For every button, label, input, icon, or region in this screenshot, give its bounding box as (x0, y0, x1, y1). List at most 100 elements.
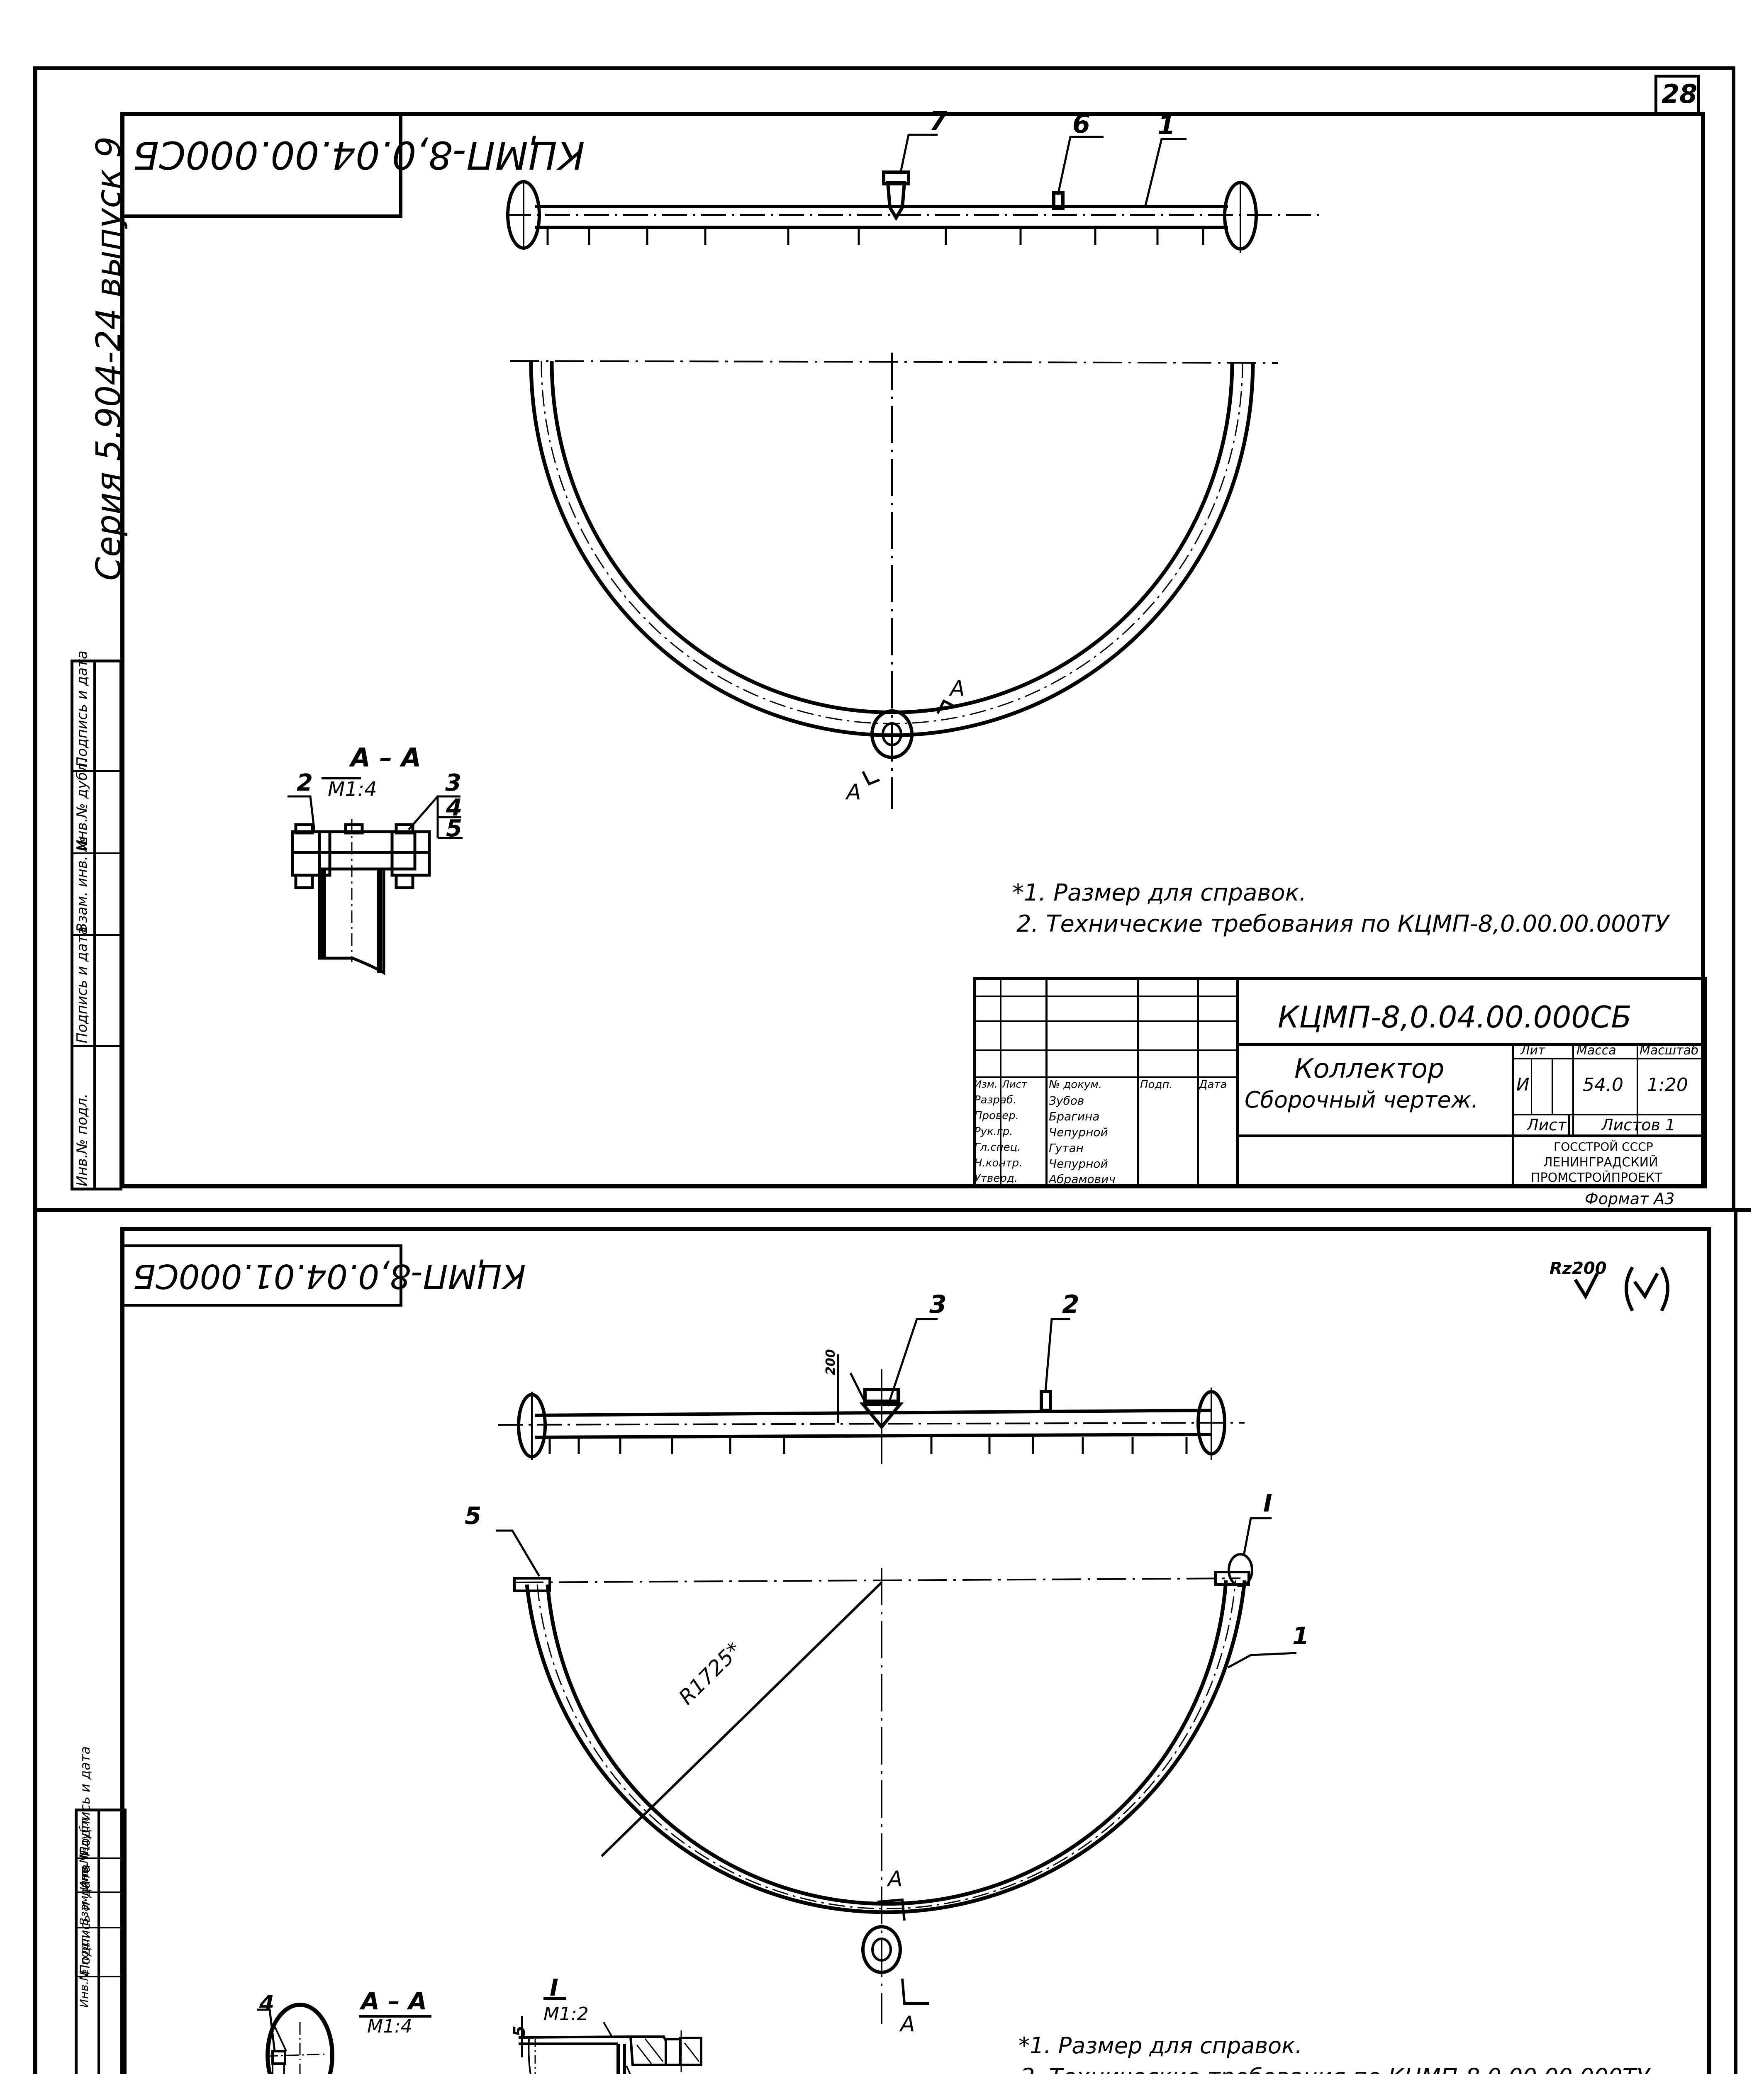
section-aa-scale: M1:4 (328, 778, 377, 801)
section-aa-title: A – A (351, 742, 422, 773)
callout-4: 4 (446, 794, 462, 821)
corner-stamp-box (120, 1244, 402, 1307)
tb-col (1531, 1058, 1532, 1114)
tb-col-header-izm: Изм. (974, 1078, 998, 1090)
page-number-box (1654, 75, 1700, 116)
tb-col-header-sign: Подп. (1140, 1078, 1173, 1091)
callout-7: 7 (929, 106, 948, 136)
callout-4: 4 (259, 1991, 275, 2016)
callout-5: 5 (446, 815, 462, 842)
tb-lit-value: И (1516, 1074, 1530, 1095)
tb-row (1236, 1043, 1707, 1046)
callout-3: 3 (929, 1290, 947, 1319)
tb-role: Провер. (974, 1110, 1019, 1122)
tb-role: Разраб. (974, 1094, 1017, 1106)
section-aa-underline (322, 777, 361, 779)
corner-stamp-box (120, 112, 402, 218)
tb-org-line3: ПРОМСТРОЙПРОЕКТ (1531, 1171, 1662, 1185)
tb-role: Рук.гр. (974, 1125, 1013, 1138)
tb-col (1045, 977, 1048, 1188)
tb-row (973, 1076, 1238, 1078)
section-mark-a: A (888, 1867, 903, 1891)
bottom-outer-right-edge (1734, 1211, 1737, 2074)
tb-col (1572, 1043, 1574, 1137)
section-aa-scale: M1:4 (367, 2016, 412, 2037)
tb-col-header-date: Дата (1199, 1078, 1227, 1091)
detail-i-title: I (550, 1974, 558, 2001)
detail-i-underline (543, 1997, 566, 2000)
tb-col (1512, 1043, 1514, 1188)
tb-col (1568, 1114, 1570, 1137)
tb-row (973, 996, 1238, 997)
tb-designation: КЦМП-8,0.04.00.000СБ (1278, 1000, 1632, 1035)
tb-row (1236, 1134, 1707, 1137)
callout-2: 2 (1062, 1290, 1079, 1319)
section-mark-a: A (950, 676, 965, 701)
tb-lit-header: Лит (1520, 1043, 1545, 1058)
tb-col (1197, 977, 1199, 1188)
section-aa-title: A – A (361, 1987, 427, 2015)
detail-i-scale: M1:2 (543, 2003, 589, 2025)
margin-stamp-sep (75, 1927, 127, 1928)
margin-stamp-sep (75, 1976, 127, 1977)
margin-stamp-sep (71, 934, 122, 936)
note-1: *1. Размер для справок. (1018, 2033, 1302, 2059)
callout-6: 6 (1072, 109, 1091, 139)
tb-person: Абрамович (1049, 1172, 1116, 1186)
margin-stamp-divider (93, 660, 96, 1190)
callout-5: 5 (465, 1502, 482, 1530)
tb-org-line1: ГОССТРОЙ СССР (1554, 1140, 1653, 1154)
margin-stamp-sep (75, 1891, 127, 1893)
tb-person: Брагина (1049, 1110, 1100, 1123)
tb-sheets-label: Листов 1 (1601, 1116, 1676, 1134)
outer-border-left (33, 66, 37, 2074)
tb-role: Н.контр. (974, 1157, 1023, 1169)
section-mark-a: A (900, 2012, 915, 2037)
tb-col-header-list: Лист (1002, 1078, 1027, 1090)
detail-i-mark: I (1263, 1489, 1272, 1517)
tb-row (973, 1049, 1238, 1051)
tb-mass-header: Масса (1576, 1043, 1616, 1058)
margin-stamp-table (75, 1809, 127, 2074)
note-1: *1. Размер для справок. (1012, 879, 1307, 906)
top-outer-right-edge (1732, 66, 1735, 1211)
margin-stamp-sep (71, 852, 122, 854)
tb-person: Зубов (1049, 1094, 1084, 1108)
tb-mass-value: 54.0 (1583, 1074, 1623, 1095)
top-outer-top-edge (33, 66, 1734, 70)
margin-stamp-sep (75, 1857, 127, 1859)
tb-role: Гл.спец. (974, 1141, 1021, 1154)
bottom-sheet-frame (120, 1227, 1711, 2074)
tb-person: Чепурной (1049, 1125, 1108, 1139)
tb-org-line2: ЛЕНИНГРАДСКИЙ (1543, 1155, 1658, 1170)
tb-col (1000, 977, 1001, 1188)
note-2: 2. Технические требования по КЦМП-8,0.00… (1016, 910, 1669, 937)
tb-row (973, 1020, 1238, 1022)
tb-col (1637, 1043, 1638, 1137)
callout-1: 1 (1157, 110, 1176, 140)
tb-name-line1: Коллектор (1294, 1054, 1445, 1084)
tb-person: Чепурной (1049, 1157, 1108, 1171)
title-block-frame (973, 977, 1707, 1188)
margin-stamp-divider (97, 1809, 100, 2074)
tb-role: Утверд. (974, 1172, 1018, 1185)
callout-3: 3 (445, 769, 461, 796)
tb-col (1552, 1058, 1553, 1114)
dimension-5: 5 (510, 2025, 529, 2037)
section-aa-underline (359, 2015, 431, 2018)
margin-stamp-table (71, 660, 122, 1190)
tb-scale-value: 1:20 (1647, 1074, 1688, 1095)
tb-format: Формат А3 (1585, 1190, 1675, 1208)
tb-row (1512, 1058, 1707, 1059)
margin-stamp-sep (71, 770, 122, 772)
margin-stamp-sep (71, 1045, 122, 1047)
dimension-32: 32 (275, 2072, 294, 2074)
note-2: 2. Технические требования по КЦМП-8,0.00… (1021, 2064, 1650, 2074)
